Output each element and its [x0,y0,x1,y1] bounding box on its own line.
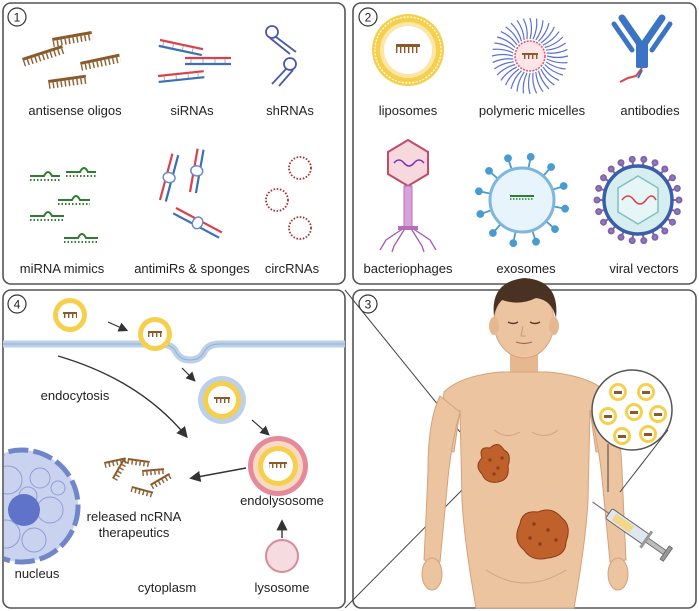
panel-2-number: 2 [365,11,372,25]
liposome-outside-icon [53,298,87,332]
label-mirna-mimics: miRNA mimics [20,261,105,276]
label-circrnas: circRNAs [265,261,320,276]
liposome-entering-icon [138,317,172,351]
panel-3-number: 3 [365,298,372,312]
panel-2-badge: 2 [358,7,378,27]
shrna-icon [265,25,297,87]
viral-vector-icon [593,155,683,245]
label-antisense-oligos: antisense oligos [28,103,122,118]
label-nucleus: nucleus [15,566,60,581]
lysosome-icon [265,539,299,573]
antimirs-sponges-icon [158,148,223,239]
panel-1-frame [2,2,346,285]
zoom-liposomes-icon [591,369,673,451]
endolysosome-icon [248,436,308,496]
circrna-icon [265,156,312,240]
mirna-mimics-icon [30,167,98,243]
antisense-oligos-icon [22,31,121,89]
label-sirnas: siRNAs [170,103,214,118]
endosome-icon [198,376,246,424]
label-bacteriophages: bacteriophages [364,261,453,276]
syringe-icon [592,501,674,562]
nucleus-icon [4,447,81,565]
panel-1-badge: 1 [7,7,27,27]
label-endocytosis: endocytosis [41,388,110,403]
exosome-icon [474,152,569,248]
panel-1-number: 1 [14,11,21,25]
label-therapeutics: therapeutics [99,525,170,540]
liposome-icon [372,14,444,86]
tumor-2-icon [516,509,569,560]
sirna-icon [157,38,231,84]
antibody-icon [611,14,673,83]
label-exosomes: exosomes [496,261,556,276]
label-liposomes: liposomes [379,103,438,118]
bacteriophage-icon [379,138,437,253]
panel-4-badge: 4 [7,294,27,314]
released-ncrna-icon [104,457,173,498]
panel-4-number: 4 [14,298,21,312]
label-endolysosome: endolysosome [240,493,324,508]
label-viral-vectors: viral vectors [609,261,679,276]
panel-3-badge: 3 [358,294,378,314]
label-shrnas: shRNAs [266,103,314,118]
label-antimirs-sponges: antimiRs & sponges [134,261,250,276]
polymeric-micelle-icon [491,17,569,95]
label-released-ncrna: released ncRNA [87,509,182,524]
label-antibodies: antibodies [620,103,680,118]
label-cytoplasm: cytoplasm [138,580,197,595]
label-lysosome: lysosome [255,580,310,595]
label-polymeric-micelles: polymeric micelles [479,103,586,118]
panel-4-frame [2,289,346,609]
tumor-1-icon [477,444,510,483]
